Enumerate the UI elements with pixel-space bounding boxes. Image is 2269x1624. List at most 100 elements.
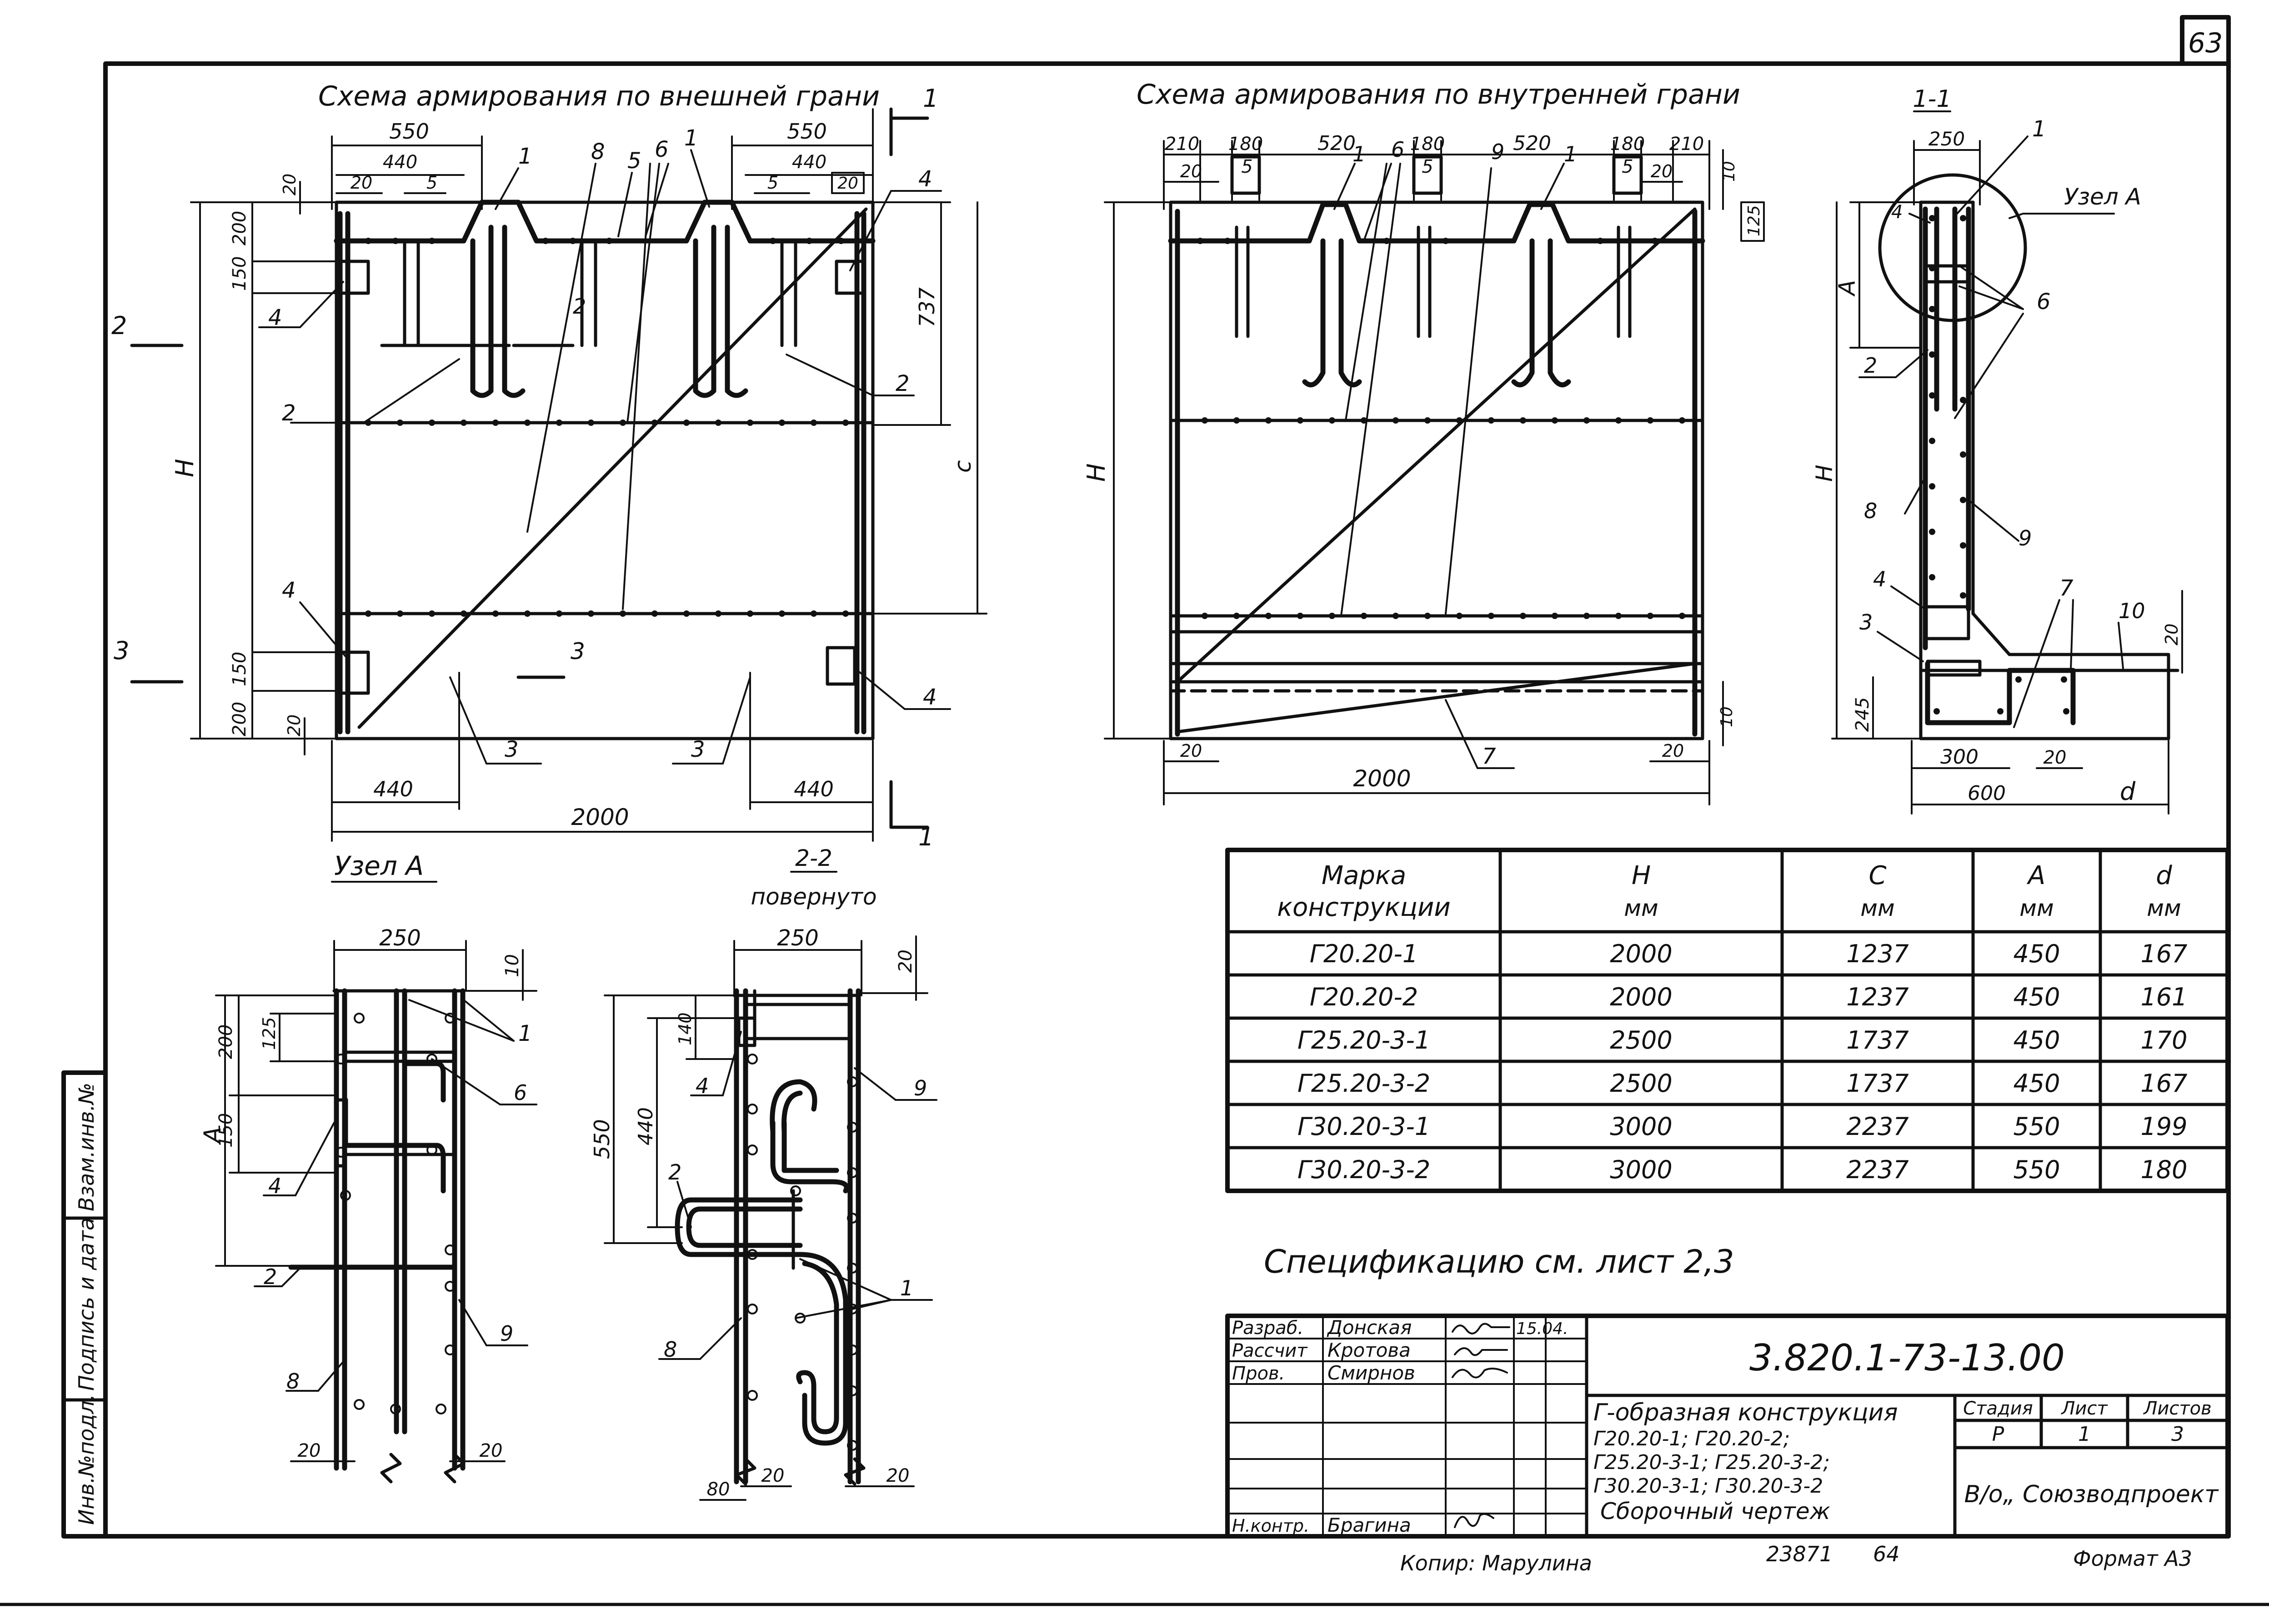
svg-text:Г30.20-3-1: Г30.20-3-1 xyxy=(1297,1112,1430,1141)
svg-text:64: 64 xyxy=(1873,1542,1900,1566)
svg-text:440: 440 xyxy=(383,152,417,173)
svg-text:2500: 2500 xyxy=(1610,1069,1672,1098)
svg-text:4: 4 xyxy=(268,1174,281,1198)
svg-text:2237: 2237 xyxy=(1846,1112,1908,1141)
svg-text:150: 150 xyxy=(215,1113,236,1148)
svg-text:мм: мм xyxy=(2147,895,2181,921)
organization: В/о„ Союзводпроект xyxy=(1964,1481,2219,1508)
node-a-view: Узел А 250 10 A 200 125 xyxy=(199,850,537,1484)
svg-text:1: 1 xyxy=(2032,116,2046,142)
svg-text:440: 440 xyxy=(634,1107,657,1145)
svg-text:1: 1 xyxy=(2078,1423,2091,1446)
svg-text:Копир: Марулина: Копир: Марулина xyxy=(1400,1551,1592,1575)
svg-text:199: 199 xyxy=(2140,1112,2187,1141)
svg-text:5: 5 xyxy=(426,173,437,193)
svg-text:8: 8 xyxy=(286,1369,300,1394)
svg-text:5: 5 xyxy=(1422,156,1433,177)
svg-text:550: 550 xyxy=(787,119,827,144)
svg-text:C: C xyxy=(1868,861,1886,890)
node-a-title: Узел А xyxy=(334,850,424,881)
svg-text:8: 8 xyxy=(591,139,605,165)
svg-text:20: 20 xyxy=(761,1465,785,1486)
svg-text:7: 7 xyxy=(2059,575,2074,601)
svg-text:3: 3 xyxy=(2171,1423,2184,1446)
svg-text:5: 5 xyxy=(627,148,641,174)
svg-text:200: 200 xyxy=(229,702,250,736)
svg-text:440: 440 xyxy=(792,152,826,173)
svg-text:5: 5 xyxy=(1622,156,1633,177)
svg-text:150: 150 xyxy=(229,652,250,686)
svg-text:20: 20 xyxy=(298,1440,321,1461)
svg-text:450: 450 xyxy=(2013,1026,2060,1054)
section-2-2-callouts: 1 2 4 8 9 xyxy=(658,1031,937,1362)
frame-border xyxy=(103,61,2231,1539)
svg-text:1737: 1737 xyxy=(1846,1069,1908,1098)
svg-text:180: 180 xyxy=(1610,134,1645,155)
svg-text:180: 180 xyxy=(1228,134,1263,155)
section-1-1-callouts: 1 2 3 4 4 6 7 8 9 10 xyxy=(1858,116,2145,728)
svg-text:10: 10 xyxy=(502,954,523,977)
outer-bar-dots xyxy=(365,238,849,617)
svg-text:450: 450 xyxy=(2013,1069,2060,1098)
inner-face-title: Схема армирования по внутренней грани xyxy=(1137,79,1740,110)
outer-face-title: Схема армирования по внешней грани xyxy=(318,80,880,112)
svg-text:9: 9 xyxy=(914,1076,927,1100)
svg-text:2000: 2000 xyxy=(1353,765,1411,792)
svg-text:3000: 3000 xyxy=(1610,1155,1672,1184)
svg-text:3: 3 xyxy=(571,638,585,665)
svg-text:4: 4 xyxy=(1873,567,1886,591)
svg-text:A: A xyxy=(1834,280,1860,297)
svg-text:10: 10 xyxy=(2119,599,2145,623)
svg-text:Марка: Марка xyxy=(1322,861,1406,890)
outer-dimensions: 550 440 20 5 550 440 5 20 H 200 150 150 … xyxy=(170,108,987,842)
svg-text:7: 7 xyxy=(1482,744,1496,769)
inner-dimensions: 210 180 520 180 520 180 210 20 20 10 125… xyxy=(1082,132,1765,805)
svg-text:20: 20 xyxy=(480,1440,503,1461)
svg-text:2: 2 xyxy=(896,371,910,396)
svg-text:1: 1 xyxy=(900,1276,913,1300)
svg-text:200: 200 xyxy=(229,211,250,245)
svg-text:8: 8 xyxy=(664,1337,677,1362)
svg-text:150: 150 xyxy=(229,256,250,291)
svg-text:2237: 2237 xyxy=(1846,1155,1908,1184)
svg-text:210: 210 xyxy=(1165,134,1199,155)
svg-text:H: H xyxy=(1811,465,1838,482)
svg-text:20: 20 xyxy=(351,173,372,193)
marks-table: Марка конструкции H мм C мм A мм d мм Г2… xyxy=(1225,848,2230,1193)
svg-text:450: 450 xyxy=(2013,939,2060,968)
svg-text:Брагина: Брагина xyxy=(1327,1514,1411,1536)
section-2-2-view: 2-2 повернуто 250 2 xyxy=(590,845,937,1501)
svg-text:737: 737 xyxy=(915,287,939,327)
svg-text:2: 2 xyxy=(282,400,296,426)
stamp-inv-original: Инв.№подл. xyxy=(74,1394,99,1525)
svg-text:15.04.: 15.04. xyxy=(1516,1319,1568,1338)
section-2-2-subtitle: повернуто xyxy=(751,884,877,910)
section-1-1-view: 1-1 Узел А 250 A H xyxy=(1811,85,2183,814)
svg-text:3: 3 xyxy=(691,737,705,762)
outer-callouts: 1 1 2 2 3 3 4 4 4 4 5 6 8 xyxy=(258,125,951,765)
outer-diagonal xyxy=(357,207,868,729)
footer: Копир: Марулина 23871 64 Формат А3 xyxy=(1400,1542,2192,1575)
svg-text:d: d xyxy=(2156,861,2172,890)
svg-text:250: 250 xyxy=(379,925,421,951)
outer-top-bar xyxy=(334,200,876,244)
section-2-2-dims: 250 20 140 550 440 80 20 20 xyxy=(590,925,928,1501)
svg-text:300: 300 xyxy=(1940,745,1978,769)
side-stamp: Инв.№подл. Подпись и дата Взам.инв.№ xyxy=(61,1070,108,1539)
spec-note: Спецификацию см. лист 2,3 xyxy=(1264,1243,1734,1280)
inner-bar-dots xyxy=(1197,238,1685,619)
svg-text:2: 2 xyxy=(573,294,586,319)
svg-text:2000: 2000 xyxy=(1610,983,1672,1011)
svg-text:125: 125 xyxy=(259,1017,279,1050)
svg-text:5: 5 xyxy=(1241,156,1252,177)
svg-text:Смирнов: Смирнов xyxy=(1327,1362,1415,1384)
svg-text:6: 6 xyxy=(1391,137,1404,162)
svg-text:Разраб.: Разраб. xyxy=(1232,1318,1303,1339)
svg-text:550: 550 xyxy=(590,1119,614,1159)
svg-text:Г-образная конструкция: Г-образная конструкция xyxy=(1593,1399,1898,1426)
svg-text:1: 1 xyxy=(923,84,938,113)
svg-text:Лист: Лист xyxy=(2060,1398,2108,1419)
svg-text:4: 4 xyxy=(696,1074,709,1098)
signature-3 xyxy=(1452,1368,1508,1379)
